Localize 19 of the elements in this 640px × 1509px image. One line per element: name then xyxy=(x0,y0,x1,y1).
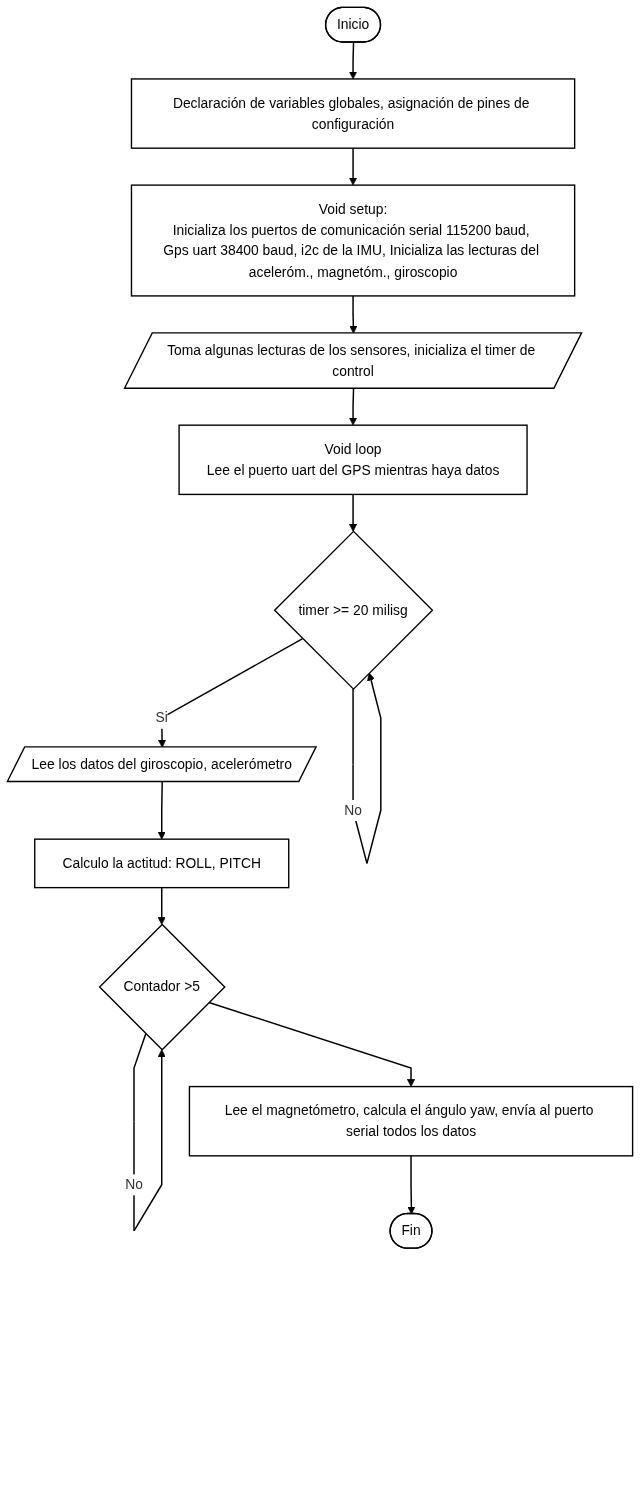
arrow xyxy=(157,781,166,840)
edge-label: No xyxy=(125,1176,143,1192)
node-diamond: Contador >5 xyxy=(98,923,226,1051)
edge-label: Si xyxy=(155,709,168,726)
node-box: Declaración de variables globales, asignación de pines de configuración xyxy=(130,78,576,149)
arrow xyxy=(349,493,358,532)
arrow xyxy=(407,1155,416,1215)
arrow xyxy=(349,41,358,80)
arrow xyxy=(133,1032,166,1232)
arrow xyxy=(349,147,358,186)
node-box: Lee el magnetómetro, calcula el ángulo yaw, envía al puerto serial todos los datos xyxy=(188,1085,634,1157)
arrow xyxy=(157,886,166,925)
node-box: Void loop Lee el puerto uart del GPS mientras haya datos xyxy=(178,424,528,496)
edge-label: No xyxy=(344,801,362,818)
arrow xyxy=(352,672,382,865)
arrow xyxy=(208,1001,416,1087)
node-diamond: timer >= 20 milisg xyxy=(273,530,434,691)
node-box: Void setup: Inicializa los puertos de comunicación serial 115200 baud, Gps uart 38400 baud, i2c de la IMU, Inicializa las lecturas del aceleróm., magnetóm., giroscopio xyxy=(130,184,576,297)
node-box: Calculo la actitud: ROLL, PITCH xyxy=(34,838,290,889)
